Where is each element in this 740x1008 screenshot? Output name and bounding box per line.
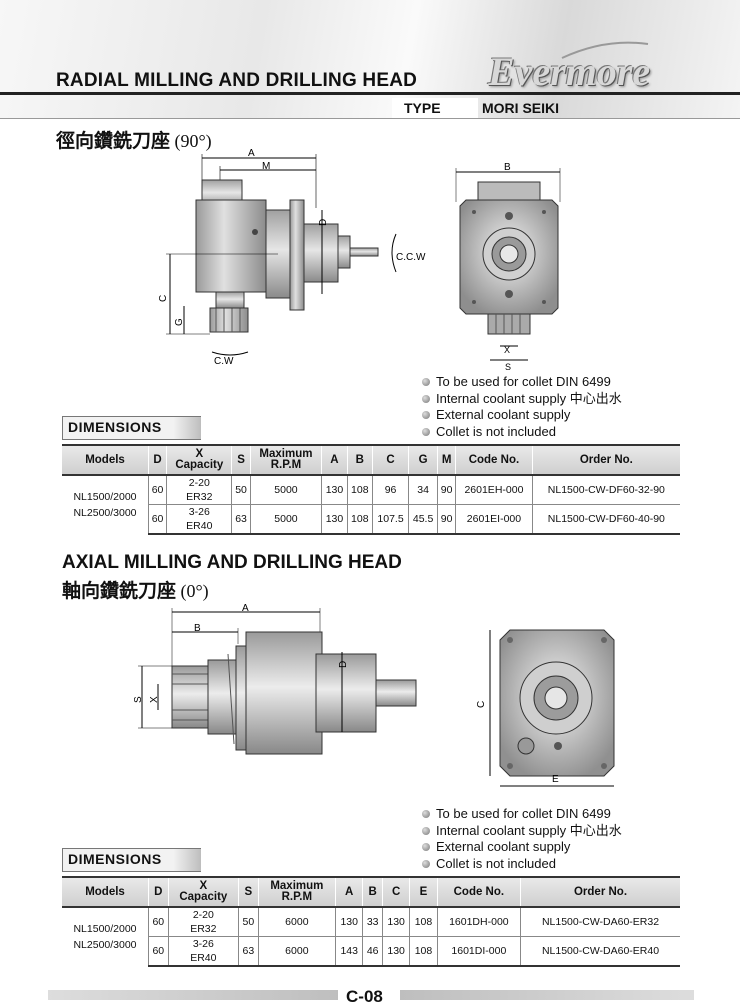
front-dim-label-S: S (505, 362, 511, 372)
axial-dim-label-A: A (242, 604, 249, 614)
dim-label-G: G (174, 318, 185, 326)
col-c: C (381, 876, 410, 908)
radial-cn-title: 徑向鑽銑刀座 (56, 130, 171, 152)
page-title: RADIAL MILLING AND DRILLING HEAD (56, 70, 418, 91)
axial-front-dim-label-C: C (476, 701, 487, 708)
radial-cn-title-wrap: 徑向鑽銑刀座 (90°) (56, 126, 212, 153)
axial-dim-label-X: X (149, 696, 160, 703)
front-dim-label-X: X (504, 345, 510, 355)
axial-cn-title-wrap: 軸向鑽銑刀座 (0°) (62, 576, 209, 603)
footer-box (338, 986, 400, 1008)
radial-front-view-drawing: B X S (455, 162, 561, 372)
axial-angle: (0°) (180, 581, 209, 601)
axial-title: AXIAL MILLING AND DRILLING HEAD (62, 552, 402, 573)
page-number: C-08 (346, 987, 383, 1006)
col-code: Code No. (436, 876, 521, 908)
axial-cn-title: 軸向鑽銑刀座 (62, 580, 177, 602)
header-rule-bottom (0, 118, 740, 119)
col-e: E (409, 876, 438, 908)
col-code: Code No. (455, 444, 533, 476)
dimensions-label: DIMENSIONS (68, 851, 162, 867)
brand-logo: Evermore (488, 49, 651, 94)
col-order: Order No. (531, 444, 680, 476)
cw-label: C.W (214, 356, 234, 367)
col-models: Models (62, 444, 149, 476)
radial-angle: (90°) (174, 131, 212, 151)
axial-dimensions-tab: DIMENSIONS (62, 848, 201, 872)
dim-label-M: M (262, 161, 270, 172)
col-c: C (371, 444, 409, 476)
logo-swoosh (561, 41, 649, 59)
note-item: External coolant supply (422, 839, 622, 856)
col-d: D (148, 876, 169, 908)
type-box (392, 98, 478, 118)
col-s: S (231, 444, 251, 476)
radial-notes: To be used for collet DIN 6499 Internal … (422, 374, 622, 440)
axial-side-view-drawing: A B D S X (133, 604, 417, 755)
col-a: A (335, 876, 363, 908)
col-models: Models (62, 876, 149, 908)
radial-dimensions-tab: DIMENSIONS (62, 416, 201, 440)
note-item: Collet is not included (422, 856, 622, 873)
col-b: B (346, 444, 373, 476)
note-item: Collet is not included (422, 424, 622, 441)
col-order: Order No. (520, 876, 680, 908)
note-item: External coolant supply (422, 407, 622, 424)
axial-front-view-drawing: C E (476, 629, 615, 787)
radial-side-view-drawing: A M D C G C.C.W C.W (158, 148, 426, 367)
axial-dim-label-B: B (194, 623, 201, 634)
dim-label-D: D (318, 219, 329, 226)
note-item: To be used for collet DIN 6499 (422, 806, 622, 823)
note-item: Internal coolant supply 中心出水 (422, 391, 622, 408)
col-m: M (437, 444, 456, 476)
axial-notes: To be used for collet DIN 6499 Internal … (422, 806, 622, 872)
dimensions-label: DIMENSIONS (68, 419, 162, 435)
header-rule (0, 92, 740, 95)
front-dim-label-B: B (504, 162, 511, 173)
col-a: A (321, 444, 348, 476)
note-item: Internal coolant supply 中心出水 (422, 823, 622, 840)
note-item: To be used for collet DIN 6499 (422, 374, 622, 391)
type-value: MORI SEIKI (482, 100, 560, 116)
axial-dim-label-D: D (338, 661, 349, 668)
type-label: TYPE (404, 100, 441, 116)
dim-label-C: C (158, 295, 169, 302)
col-d: D (147, 444, 167, 476)
axial-dim-label-S: S (133, 696, 144, 703)
col-g: G (408, 444, 438, 476)
header-background (0, 0, 740, 118)
col-s: S (238, 876, 259, 908)
axial-front-dim-label-E: E (552, 774, 559, 785)
col-b: B (362, 876, 383, 908)
dim-label-A: A (248, 148, 255, 159)
ccw-label: C.C.W (396, 252, 426, 263)
